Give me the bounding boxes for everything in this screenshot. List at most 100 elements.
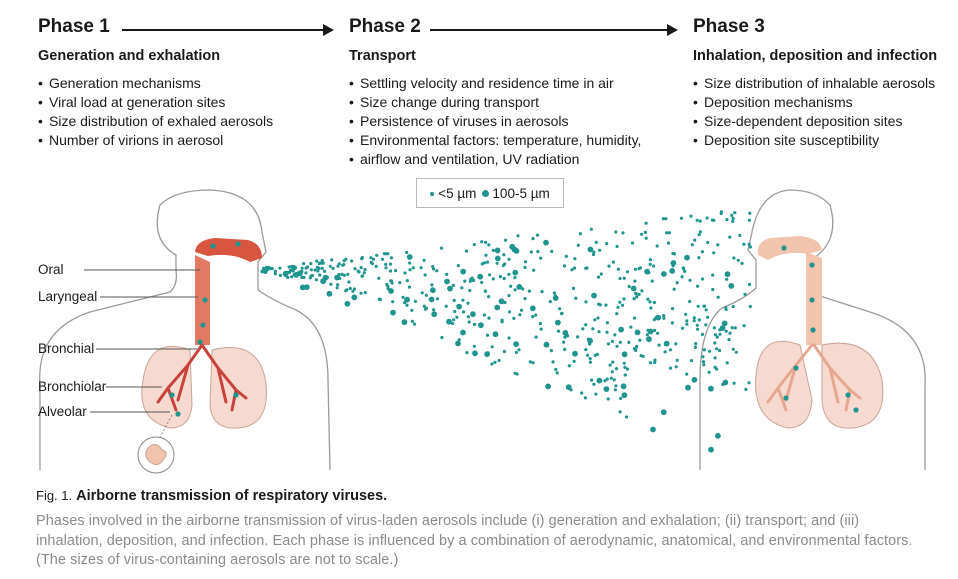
aerosol-particle-small: [287, 265, 291, 269]
aerosol-particle-large: [406, 254, 413, 260]
aerosol-particle-small: [539, 327, 543, 331]
aerosol-particle-small: [613, 388, 618, 392]
aerosol-particle-small: [452, 318, 456, 322]
phase-1-to-2-arrow: [122, 24, 334, 36]
aerosol-particle-small: [724, 307, 728, 312]
aerosol-particle-small: [605, 330, 609, 334]
aerosol-particle-small: [640, 232, 644, 236]
aerosol-particle-large: [591, 292, 597, 299]
bullet: Viral load at generation sites: [38, 93, 273, 112]
bullet: Environmental factors: temperature, humi…: [349, 131, 641, 150]
aerosol-particle-small: [509, 284, 513, 288]
aerosol-particle-large: [684, 254, 690, 261]
aerosol-particle-small: [498, 275, 502, 279]
aerosol-particle-large: [428, 296, 435, 303]
aerosol-particle-small: [693, 238, 697, 242]
aerosol-particle-small: [532, 268, 536, 272]
aerosol-particle-small: [340, 272, 344, 276]
aerosol-particle-small: [666, 241, 671, 245]
aerosol-particle-small: [675, 281, 679, 285]
aerosol-particle-large: [621, 392, 628, 399]
aerosol-particle-small: [576, 243, 580, 247]
aerosol-particle-small: [467, 320, 471, 324]
aerosol-particle-small: [422, 304, 426, 308]
aerosol-particle-small: [652, 264, 656, 268]
aerosol-particle-small: [461, 298, 465, 302]
aerosol-particle-small: [472, 243, 476, 247]
aerosol-particle-large: [650, 426, 656, 433]
aerosol-particle-small: [485, 260, 490, 264]
airway-particle: [233, 392, 239, 398]
aerosol-particle-small: [667, 231, 672, 235]
aerosol-particle-small: [618, 300, 622, 304]
aerosol-particle-small: [497, 358, 501, 363]
aerosol-particle-small: [472, 322, 477, 326]
aerosol-particle-small: [604, 303, 608, 307]
aerosol-particle-small: [632, 316, 637, 320]
aerosol-particle-small: [634, 345, 639, 349]
left-bronchial-tree: [156, 343, 248, 412]
aerosol-particle-small: [560, 311, 564, 315]
aerosol-particle-small: [523, 297, 527, 301]
aerosol-particle-small: [625, 270, 630, 274]
aerosol-particle-small: [388, 269, 393, 273]
aerosol-particle-small: [444, 304, 448, 308]
aerosol-particle-small: [618, 276, 622, 281]
aerosol-particle-small: [715, 335, 719, 339]
figure-body: Phases involved in the airborne transmis…: [36, 513, 913, 568]
aerosol-particle-small: [716, 295, 720, 299]
small-particle-icon: [430, 191, 435, 196]
aerosol-particle-small: [480, 240, 484, 244]
aerosol-particle-small: [606, 397, 610, 401]
aerosol-particle-small: [558, 307, 562, 311]
aerosol-particle-small: [710, 218, 715, 222]
aerosol-particle-small: [345, 288, 349, 292]
aerosol-particle-small: [590, 378, 594, 382]
aerosol-particle-small: [612, 378, 616, 382]
aerosol-particle-small: [408, 261, 412, 265]
aerosol-particle-small: [692, 319, 696, 323]
aerosol-particle-large: [322, 274, 329, 281]
alveolus-leader: [159, 414, 173, 438]
aerosol-particle-small: [468, 288, 472, 293]
aerosol-particle-small: [653, 360, 657, 365]
aerosol-particle-small: [517, 348, 521, 352]
aerosol-particle-small: [629, 325, 633, 329]
aerosol-particle-small: [625, 367, 630, 371]
phase-2-subtitle: Transport: [349, 48, 416, 64]
aerosol-particle-small: [730, 213, 734, 217]
aerosol-particle-small: [594, 240, 598, 244]
aerosol-particle-small: [455, 315, 459, 319]
aerosol-particle-small: [405, 303, 409, 307]
aerosol-particle-small: [457, 338, 461, 342]
aerosol-particle-large: [470, 311, 476, 317]
aerosol-particle-large: [724, 271, 731, 278]
figure-number: Fig. 1.: [36, 488, 73, 503]
aerosol-particle-large: [351, 294, 358, 301]
aerosol-particle-small: [634, 348, 638, 352]
aerosol-particle-small: [682, 267, 686, 271]
aerosol-particle-small: [403, 271, 407, 275]
aerosol-particle-small: [405, 250, 409, 255]
airway-particle: [781, 245, 787, 251]
bullet: Size distribution of exhaled aerosols: [38, 112, 273, 131]
aerosol-particle-small: [534, 313, 538, 317]
aerosol-particle-small: [595, 352, 600, 356]
phase-3-subtitle: Inhalation, deposition and infection: [693, 48, 938, 64]
aerosol-particle-large: [719, 325, 726, 331]
aerosol-particle-small: [315, 259, 319, 263]
aerosol-particle-small: [357, 270, 361, 274]
aerosol-particle-small: [692, 316, 696, 320]
aerosol-particle-small: [646, 297, 650, 301]
aerosol-particle-small: [734, 350, 738, 354]
aerosol-particle-small: [453, 309, 457, 314]
aerosol-particle-large: [634, 329, 641, 336]
aerosol-particle-small: [529, 250, 533, 254]
aerosol-particle-small: [328, 264, 332, 268]
aerosol-particle-small: [555, 371, 559, 375]
aerosol-particle-small: [662, 314, 666, 318]
aerosol-particle-small: [435, 269, 439, 273]
aerosol-particle-small: [725, 218, 729, 222]
aerosol-particle-small: [463, 279, 467, 283]
phase-2-title: Phase 2: [349, 16, 421, 37]
